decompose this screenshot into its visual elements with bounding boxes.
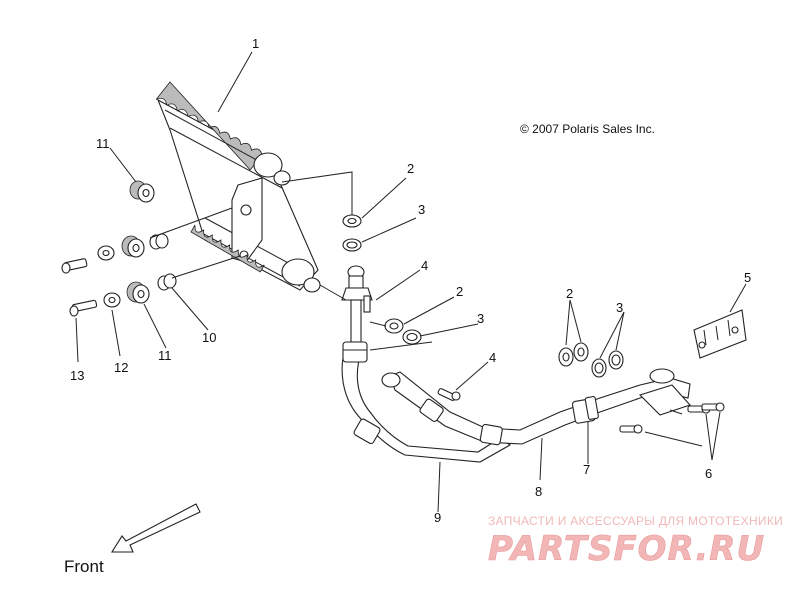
callout-10: 10	[202, 330, 216, 345]
front-arrow-icon	[111, 503, 201, 553]
bolt-4b	[437, 388, 461, 401]
mounting-plate	[693, 309, 747, 359]
grommet-lower	[126, 281, 150, 304]
hose-8	[381, 371, 691, 446]
washer-2b	[384, 318, 404, 334]
callout-2-upper: 2	[407, 161, 414, 176]
callout-11-upper: 11	[96, 136, 110, 151]
callout-9: 9	[434, 510, 441, 525]
washer-3a	[342, 238, 362, 252]
hose-end-fitting	[638, 368, 691, 416]
leader-lines	[75, 51, 747, 513]
callout-5: 5	[744, 270, 751, 285]
callout-12: 12	[114, 360, 128, 375]
washer-lower	[103, 292, 121, 308]
grommet-mid	[121, 235, 145, 258]
callout-4-lower: 4	[489, 350, 496, 365]
bolts-6	[619, 402, 725, 447]
callout-8: 8	[535, 484, 542, 499]
banjo-fitting	[341, 265, 373, 343]
callout-11-lower: 11	[158, 348, 172, 363]
washer-3c	[591, 350, 624, 378]
callout-4-upper: 4	[421, 258, 428, 273]
washer-2c	[558, 342, 589, 367]
callout-2-right: 2	[566, 286, 573, 301]
washer-2a	[342, 214, 362, 228]
callout-3-mid: 3	[477, 311, 484, 326]
copyright-text: © 2007 Polaris Sales Inc.	[520, 122, 655, 136]
washer-upper	[97, 245, 115, 261]
grommet-upper	[129, 180, 155, 203]
watermark-brand: PARTSFOR.RU	[488, 529, 765, 569]
callout-3-upper: 3	[418, 202, 425, 217]
oil-cooler	[155, 81, 321, 293]
callout-3-right: 3	[616, 300, 623, 315]
callout-2-mid: 2	[456, 284, 463, 299]
bolt-upper	[61, 258, 88, 274]
hose-clamp	[571, 396, 599, 424]
front-label: Front	[64, 557, 104, 576]
callout-1: 1	[252, 36, 259, 51]
callout-7: 7	[583, 462, 590, 477]
washer-3b	[402, 329, 422, 345]
callout-6: 6	[705, 466, 712, 481]
watermark-tagline: ЗАПЧАСТИ И АКСЕССУАРЫ ДЛЯ МОТОТЕХНИКИ	[488, 514, 783, 528]
callout-13: 13	[70, 368, 84, 383]
bolt-lower	[69, 299, 98, 317]
spacer-mid	[149, 233, 169, 250]
spacer-lower	[157, 273, 177, 291]
